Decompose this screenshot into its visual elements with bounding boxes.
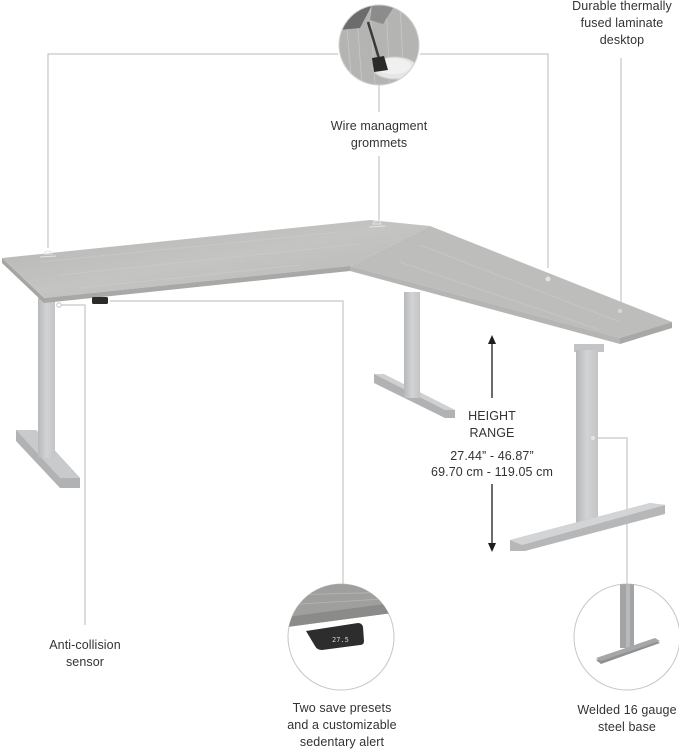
middle-leg — [374, 292, 455, 418]
steel-base-callout-label: Welded 16 gauge steel base — [577, 703, 677, 734]
controller-paddle — [92, 297, 108, 304]
height-range-inches: 27.44” - 46.87” — [450, 449, 534, 463]
anti-collision-callout-label: Anti-collision sensor — [49, 638, 121, 669]
leader-lines — [47, 53, 628, 625]
desktop-callout-label: Durable thermally fused laminate desktop — [572, 0, 672, 47]
steel-base-detail-image — [573, 583, 679, 691]
grommets-callout-label: Wire managment grommets — [330, 119, 428, 150]
left-leg — [16, 298, 80, 488]
grommet-right-leader — [420, 53, 549, 268]
grommet-detail-image — [338, 4, 420, 86]
height-range-callout: HEIGHT RANGE 27.44” - 46.87” 69.70 cm - … — [412, 408, 572, 480]
presets-leader — [110, 300, 344, 584]
height-arrows — [488, 335, 496, 552]
controller-display-reading: 27.5 — [332, 636, 349, 644]
anti-collision-leader — [60, 304, 86, 625]
right-leg — [510, 344, 665, 551]
height-range-cm: 69.70 cm - 119.05 cm — [431, 465, 553, 479]
controller-detail-image: 27.5 — [287, 583, 395, 691]
grommet-left-leader — [47, 53, 338, 248]
steel-base-leader — [593, 437, 628, 584]
presets-callout-label: Two save presets and a customizable sede… — [287, 701, 397, 749]
desktop — [2, 220, 672, 344]
anti-collision-sensor-dot — [56, 302, 62, 308]
